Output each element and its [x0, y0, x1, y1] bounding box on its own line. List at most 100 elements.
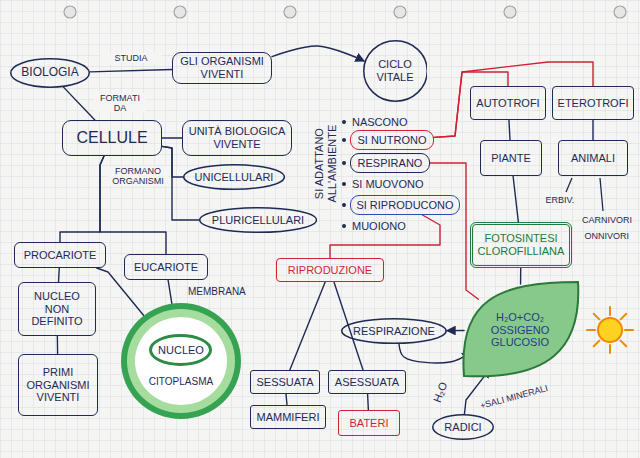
concept-box: MAMMIFERI	[250, 405, 326, 429]
node-label: GLI ORGANISMI VIVENTI	[177, 55, 267, 80]
node-label: MAMMIFERI	[257, 411, 320, 424]
sun-ray	[609, 345, 611, 353]
node-label: PLURICELLULARI	[212, 214, 304, 227]
sun-ray	[609, 307, 611, 315]
list-item: MUOIONO	[352, 220, 406, 233]
sun-disc	[598, 318, 622, 342]
connector-line	[290, 282, 325, 370]
node-label: RESPIRANO	[358, 157, 423, 170]
oval-border	[11, 59, 90, 88]
concept-box: PRIMI ORGANISMI VIVENTI	[18, 354, 98, 416]
cytoplasm-area	[135, 317, 227, 405]
node-label: BIOLOGIA	[21, 66, 78, 80]
concept-box: PROCARIOTE	[14, 242, 106, 268]
concept-box: GLI ORGANISMI VIVENTI	[172, 52, 272, 84]
node-label: PIANTE	[491, 152, 531, 165]
sun-ray	[625, 329, 633, 331]
node-label: SI NUTRONO	[357, 134, 426, 147]
connector-line	[168, 280, 172, 304]
punch-hole	[394, 6, 406, 18]
bullet-dot	[342, 203, 346, 207]
input-label: H₂O	[430, 380, 449, 404]
node-label: ASESSUATA	[335, 376, 399, 389]
concept-oval: UNICELLULARI	[183, 164, 285, 190]
node-label: ETEROTROFI	[558, 97, 629, 110]
connector-line	[513, 176, 518, 222]
node-label: H₂O+CO₂	[496, 311, 544, 324]
connector-line	[162, 137, 182, 138]
nucleus-oval: NUCLEO	[149, 334, 212, 366]
node-label: UNITÀ BIOLOGICA VIVENTE	[187, 125, 287, 150]
list-item: NASCONO	[352, 116, 408, 129]
concept-box: RIPRODUZIONE	[276, 258, 384, 282]
connector-label: FORMANO ORGANISMI	[108, 166, 168, 187]
list-item: SI MUOVONO	[352, 178, 424, 191]
concept-box: ASESSUATA	[328, 370, 406, 394]
punch-holes	[64, 6, 626, 18]
bullet-dot	[342, 182, 346, 186]
concept-box: SESSUATA	[250, 370, 320, 394]
bullet-list	[342, 120, 346, 228]
node-label: ANIMALI	[571, 152, 615, 165]
node-label: UNICELLULARI	[195, 171, 274, 184]
node-label: RADICI	[444, 421, 481, 434]
concept-circle: CICLO VITALE	[363, 40, 428, 102]
connector-line	[520, 268, 522, 284]
node-label: GLUCOSIO	[491, 336, 549, 349]
concept-box: UNITÀ BIOLOGICA VIVENTE	[182, 120, 292, 156]
concept-box: CELLULE	[62, 120, 162, 156]
oval-border	[151, 336, 211, 365]
category-label: ERBIV.	[546, 195, 575, 205]
connector-line	[57, 336, 59, 354]
sun-ray	[587, 329, 595, 331]
connector-line	[509, 120, 510, 140]
concept-box: ANIMALI	[558, 140, 628, 176]
bullet-dot	[342, 161, 346, 165]
topic-oval: BIOLOGIA	[10, 58, 90, 88]
concept-box: EUCARIOTE	[124, 254, 208, 280]
punch-hole	[284, 6, 296, 18]
connector-line	[367, 394, 369, 410]
category-label: CARNIVORI	[582, 215, 632, 225]
concept-oval: PLURICELLULARI	[199, 207, 317, 233]
cytoplasm-label: CITOPLASMA	[116, 376, 246, 388]
punch-hole	[174, 6, 186, 18]
sun-illustration	[587, 307, 633, 353]
connector-line	[330, 215, 440, 258]
leaf-shape: H₂O+CO₂OSSIGENOGLUCOSIO	[458, 280, 582, 380]
sun-ray	[621, 341, 627, 347]
process-oval: RESPIRAZIONE	[341, 318, 447, 344]
category-label: ONNIVORI	[585, 231, 630, 241]
cell-diagram: MEMBRANACITOPLASMANUCLEO	[116, 286, 246, 420]
side-note: SI ADATTANO ALL'AMBIENTE	[313, 115, 338, 211]
node-label: SI RIPRODUCONO	[356, 199, 453, 212]
connector-line	[90, 69, 172, 71]
connector-line	[97, 268, 144, 316]
concept-box: BATERI	[338, 410, 400, 436]
bullet-dot	[342, 120, 346, 124]
node-label: EUCARIOTE	[134, 261, 198, 274]
process-box: FOTOSINTESI CLOROFILLIANA	[470, 222, 572, 268]
oval-border	[342, 319, 446, 344]
oval-border	[433, 415, 494, 440]
node-label: AUTOTROFI	[476, 97, 539, 110]
node-label: PRIMI ORGANISMI VIVENTI	[23, 366, 93, 404]
concept-box: ETEROTROFI	[552, 86, 634, 120]
connector-label: STUDIA	[100, 53, 162, 63]
node-label: NUCLEO	[158, 344, 204, 357]
node-label: CELLULE	[76, 129, 147, 147]
connector-label: FORMATI DA	[94, 93, 146, 114]
life-function-box: SI NUTRONO	[350, 130, 434, 150]
bullet-dot	[342, 138, 346, 142]
connector-line	[63, 87, 94, 120]
node-label: RESPIRAZIONE	[353, 325, 435, 338]
leader-lines	[566, 178, 603, 211]
connector-arrow	[272, 46, 364, 61]
node-label: FOTOSINTESI CLOROFILLIANA	[477, 232, 565, 257]
connector-arrow	[447, 330, 464, 332]
life-function-box: SI RIPRODUCONO	[350, 195, 460, 215]
concept-oval: RADICI	[432, 414, 494, 440]
